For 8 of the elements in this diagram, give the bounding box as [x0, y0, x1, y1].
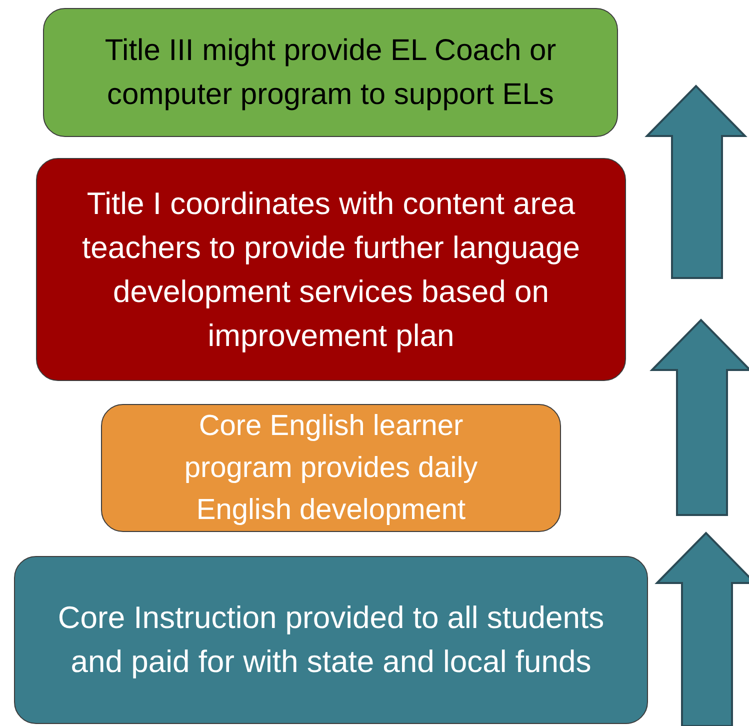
box-text: Core Instruction provided to all students and paid for with state and local funds [56, 599, 606, 681]
box-text: Core English learner program provides daily English development [183, 409, 479, 528]
box-text: Title III might provide EL Coach or computer program to support ELs [104, 32, 558, 112]
process-box [101, 404, 561, 532]
process-box [36, 158, 626, 381]
box-text: Title I coordinates with content area teachers to provide further language development services based on improvement plan [80, 184, 582, 354]
process-box [43, 8, 618, 137]
process-box [14, 556, 648, 724]
